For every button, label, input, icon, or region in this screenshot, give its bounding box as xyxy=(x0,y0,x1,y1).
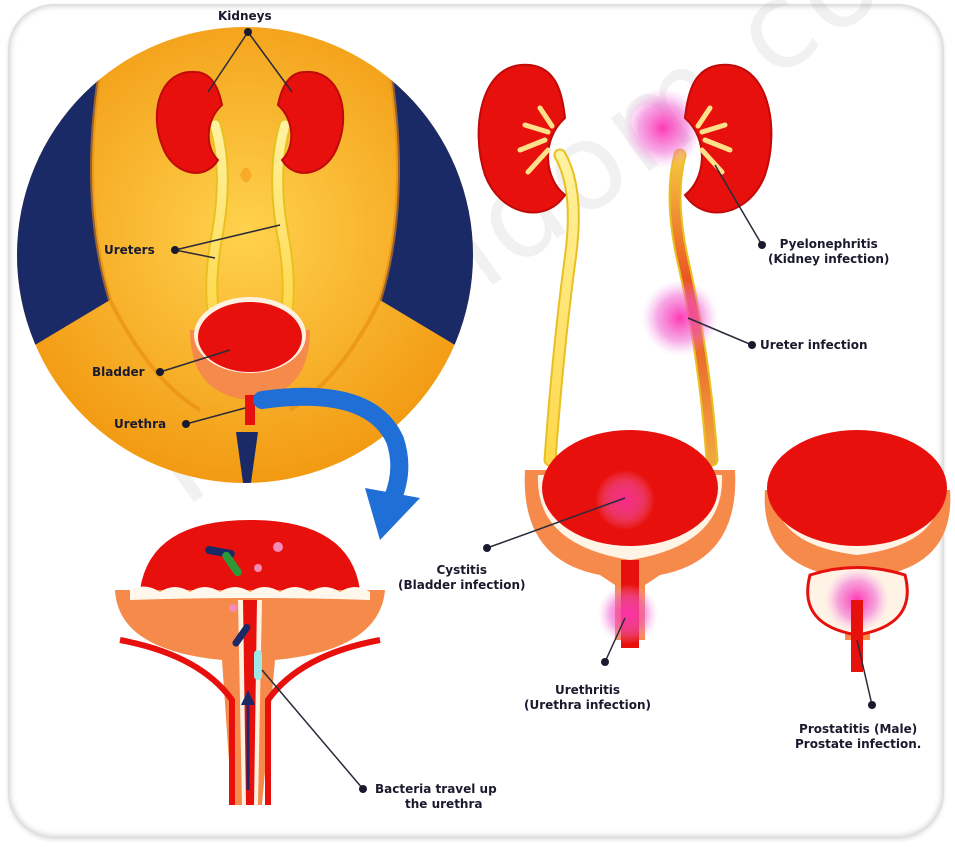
label-ureter-infection: Ureter infection xyxy=(760,338,868,353)
label-urethritis: Urethritis (Urethra infection) xyxy=(524,683,651,713)
label-cystitis: Cystitis (Bladder infection) xyxy=(398,563,526,593)
label-pyelonephritis-line1: Pyelonephritis xyxy=(768,237,889,252)
label-ureters: Ureters xyxy=(104,243,155,258)
label-urethritis-line1: Urethritis xyxy=(524,683,651,698)
label-bacteria-line1: Bacteria travel up xyxy=(375,782,497,797)
label-bacteria: Bacteria travel up the urethra xyxy=(375,782,497,812)
label-bladder: Bladder xyxy=(92,365,145,380)
label-pyelonephritis: Pyelonephritis (Kidney infection) xyxy=(768,237,889,267)
label-kidneys: Kidneys xyxy=(218,9,272,24)
label-urethritis-line2: (Urethra infection) xyxy=(524,698,651,713)
label-cystitis-line1: Cystitis xyxy=(398,563,526,578)
label-pyelonephritis-line2: (Kidney infection) xyxy=(768,252,889,267)
label-cystitis-line2: (Bladder infection) xyxy=(398,578,526,593)
urinary-tract-infections xyxy=(479,65,951,672)
label-bacteria-line2: the urethra xyxy=(375,797,497,812)
label-prostatitis-line2: Prostate infection. xyxy=(795,737,921,752)
zoom-bladder xyxy=(115,520,385,805)
label-urethra: Urethra xyxy=(114,417,166,432)
label-prostatitis-line1: Prostatitis (Male) xyxy=(795,722,921,737)
label-prostatitis: Prostatitis (Male) Prostate infection. xyxy=(795,722,921,752)
